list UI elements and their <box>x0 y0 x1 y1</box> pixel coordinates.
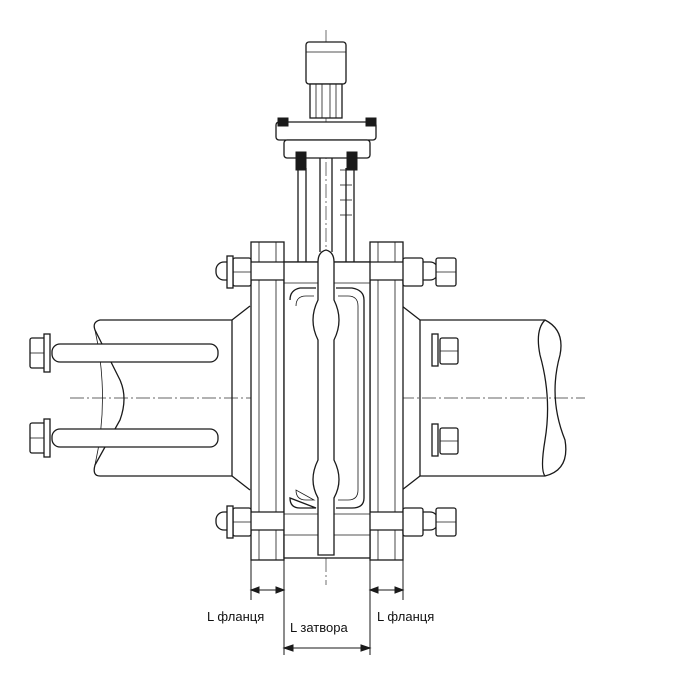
right-pipe <box>401 305 567 491</box>
label-flange-left: L фланця <box>207 609 264 624</box>
dimensions <box>249 560 405 655</box>
actuator <box>305 41 347 119</box>
stem <box>297 150 355 262</box>
left-long-bolts <box>29 333 219 458</box>
right-flange <box>369 241 404 561</box>
gate-disc <box>312 249 340 556</box>
label-flange-right: L фланця <box>377 609 434 624</box>
left-flange <box>250 241 285 561</box>
top-plate <box>275 117 377 171</box>
right-pipe-nuts <box>431 333 459 457</box>
label-gate: L затвора <box>290 620 348 635</box>
